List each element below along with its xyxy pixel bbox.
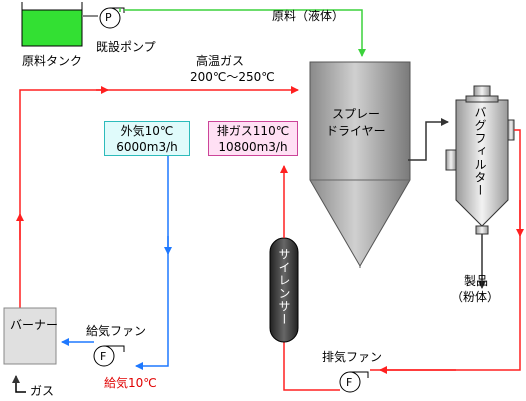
- gas-label: ガス: [30, 384, 55, 398]
- spray-dryer-icon: [309, 61, 411, 267]
- hot-gas-temp: 200℃～250℃: [190, 70, 275, 84]
- spray-dryer-label-2: ドライヤー: [326, 124, 386, 138]
- exhaust-gas-flow: 10800m3/h: [218, 140, 288, 154]
- raw-liquid-label: 原料（液体）: [272, 9, 345, 23]
- raw-tank-label: 原料タンク: [22, 54, 83, 68]
- exhaust-gas-temp: 排ガス110℃: [216, 124, 290, 138]
- supply-fan-symbol: F: [100, 350, 107, 363]
- exhaust-fan-icon: [339, 371, 369, 393]
- exhaust-fan-label: 排気ファン: [322, 350, 383, 364]
- raw-tank-icon: [21, 2, 83, 47]
- silencer-label: サイレンサー: [277, 248, 291, 326]
- raw-liquid-line: [119, 8, 362, 56]
- spray-dryer-label-1: スプレー: [332, 107, 381, 121]
- outside-air-flow: 6000m3/h: [116, 140, 178, 154]
- supply-air-label: 給気10℃: [104, 376, 157, 390]
- fan-to-silencer-line: [283, 340, 340, 391]
- dryer-to-filter-line: [408, 118, 449, 161]
- product-label-1: 製品: [464, 274, 489, 288]
- existing-pump-label: 既設ポンプ: [96, 40, 156, 54]
- bag-filter-label: バグフィルター: [473, 106, 487, 197]
- bag-filter-icon: [445, 85, 515, 235]
- outside-air-line: [135, 156, 169, 370]
- pump-symbol: P: [105, 11, 112, 24]
- pump-icon: [99, 7, 125, 29]
- gas-inlet-line: [12, 375, 26, 393]
- burner-icon: [3, 307, 57, 365]
- hot-gas-label: 高温ガス: [196, 54, 245, 68]
- exhaust-gas-box: 排ガス110℃ 10800m3/h: [208, 121, 298, 156]
- outside-air-box: 外気10℃ 6000m3/h: [104, 121, 190, 156]
- burner-label: バーナー: [10, 318, 59, 332]
- supply-fan-icon: [93, 345, 125, 367]
- outside-air-temp: 外気10℃: [120, 124, 174, 138]
- product-label-2: （粉体）: [451, 290, 500, 304]
- supply-fan-label: 給気ファン: [86, 324, 147, 338]
- exhaust-fan-symbol: F: [346, 376, 353, 389]
